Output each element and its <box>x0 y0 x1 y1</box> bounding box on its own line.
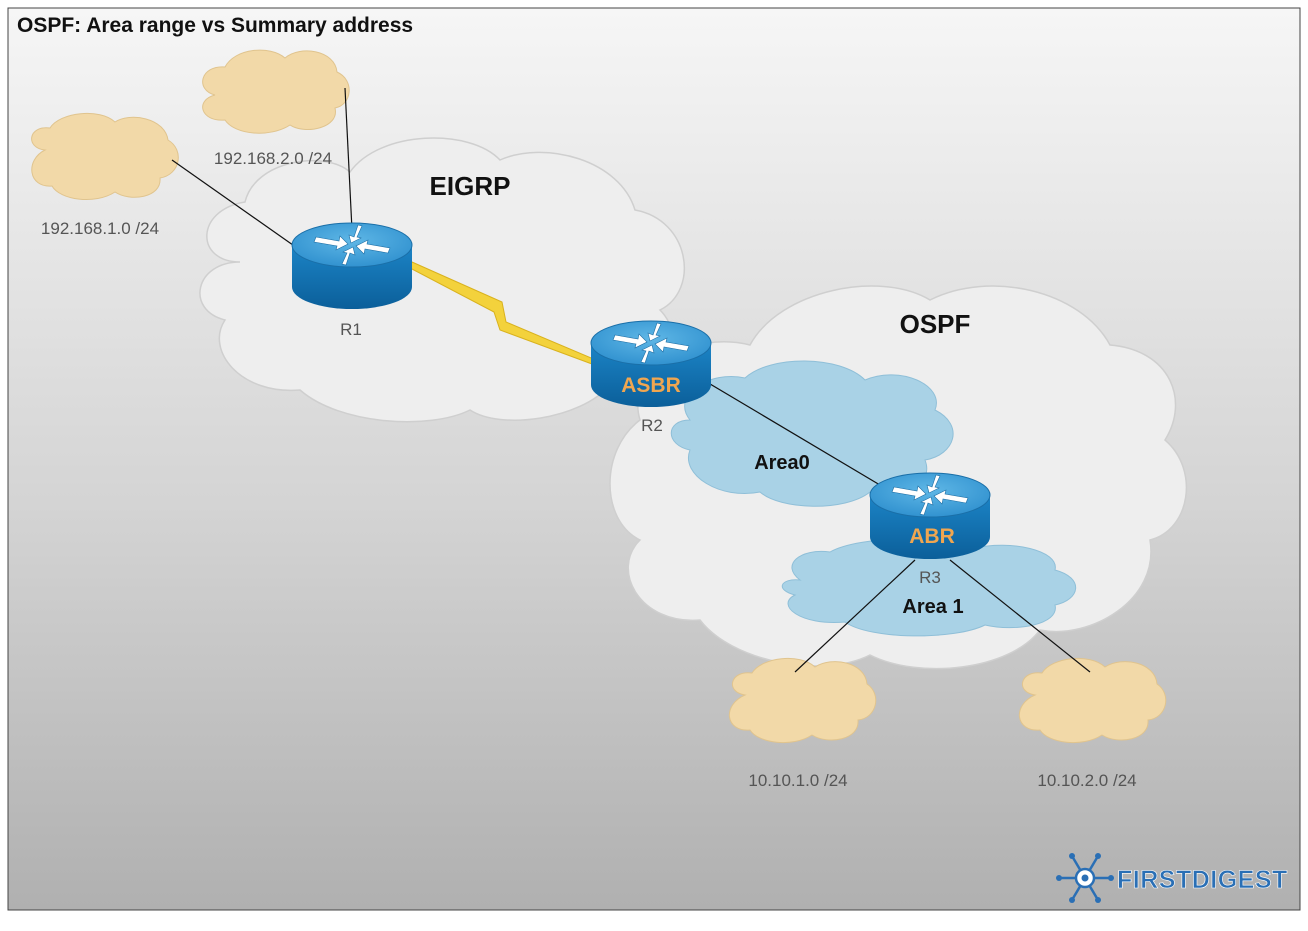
ospf-label: OSPF <box>900 309 971 339</box>
router-r2-name: R2 <box>641 416 663 435</box>
network-label-192-168-1: 192.168.1.0 /24 <box>41 219 159 238</box>
area1-label: Area 1 <box>902 596 963 618</box>
network-label-192-168-2: 192.168.2.0 /24 <box>214 149 332 168</box>
network-label-10-10-2: 10.10.2.0 /24 <box>1037 771 1136 790</box>
router-r3-name: R3 <box>919 568 941 587</box>
network-cloud-10-10-1 <box>728 657 877 744</box>
network-cloud-192-168-2 <box>202 49 350 134</box>
link-r2-r3 <box>699 377 886 489</box>
router-r3-role: ABR <box>909 525 955 548</box>
diagram-title: OSPF: Area range vs Summary address <box>17 14 413 37</box>
area1-cloud <box>782 538 1077 637</box>
logo-text: FIRSTDIGEST <box>1117 866 1288 894</box>
network-label-10-10-1: 10.10.1.0 /24 <box>748 771 847 790</box>
router-r1[interactable] <box>291 222 413 310</box>
network-cloud-10-10-2 <box>1018 657 1167 744</box>
link-r1-net-192-168-1 <box>171 159 301 251</box>
area0-cloud <box>670 360 954 507</box>
link-r1-net-192-168-2 <box>344 87 353 231</box>
link-r3-net-10-10-2 <box>949 559 1091 673</box>
link-r3-net-10-10-1 <box>794 559 916 673</box>
snowflake-gear-icon <box>1056 853 1114 903</box>
router-icon <box>291 222 413 310</box>
eigrp-label: EIGRP <box>430 171 511 201</box>
router-r1-name: R1 <box>340 320 362 339</box>
router-r2-role: ASBR <box>621 374 681 397</box>
network-cloud-192-168-1 <box>31 112 179 200</box>
area0-label: Area0 <box>754 452 810 474</box>
